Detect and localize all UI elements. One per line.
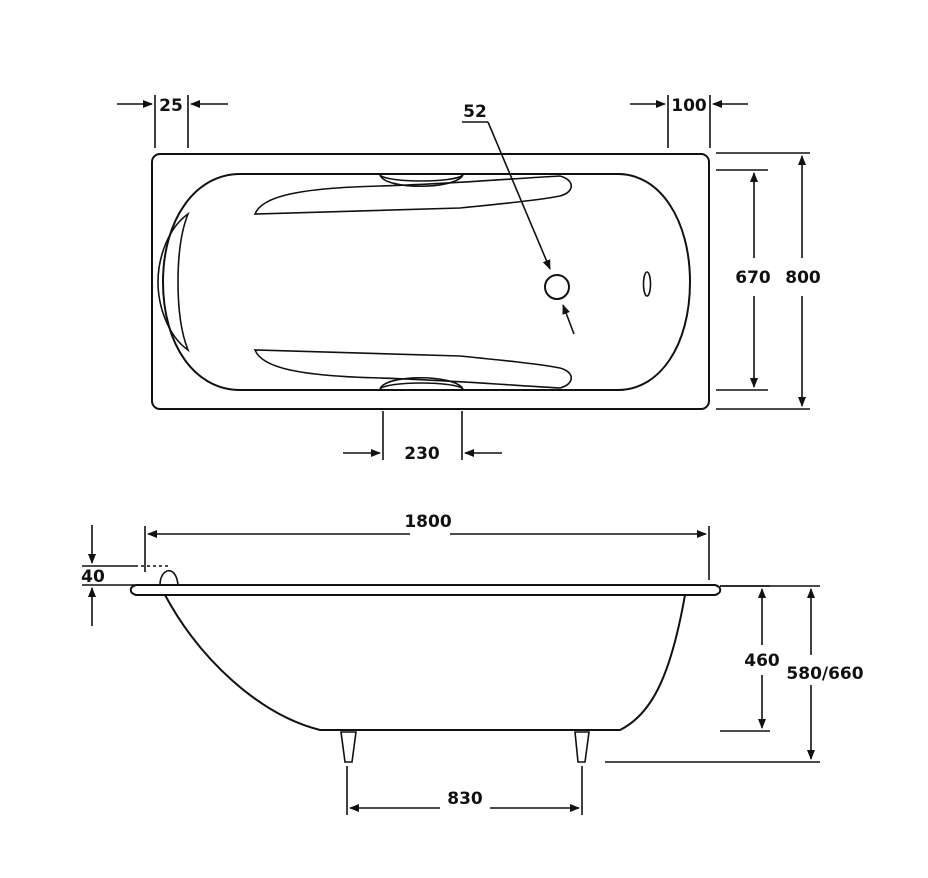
dim-drain-diameter: 52 [463,102,487,122]
tub-outer-rim [151,153,710,410]
armrest-top [253,175,573,215]
headrest [157,211,190,353]
top-view: 25 100 52 670 800 230 [117,95,821,464]
dim-rim-right: 100 [671,96,707,116]
dim-bowl-depth: 460 [744,651,780,671]
overflow-hole [642,271,652,297]
dim-outer-width: 800 [785,268,821,288]
dim-inner-width: 670 [735,268,771,288]
tub-rim-side [129,584,722,596]
leg-right [574,731,590,763]
drain-hole [544,274,570,300]
handle-top [379,174,464,187]
leg-left [340,731,357,763]
headrest-side [159,569,179,586]
side-view: 1800 40 460 580/660 830 [81,512,864,815]
armrest-bottom [253,349,573,389]
dim-rim-thickness: 40 [81,567,105,587]
dim-handle-width: 230 [404,444,440,464]
tub-inner-basin [161,173,692,391]
dim-total-height: 580/660 [786,664,863,684]
handle-bottom [379,377,464,390]
dim-rim-left: 25 [159,96,183,116]
dim-length: 1800 [404,512,451,532]
tub-body-side [164,594,686,731]
dim-leg-spacing: 830 [447,789,483,809]
